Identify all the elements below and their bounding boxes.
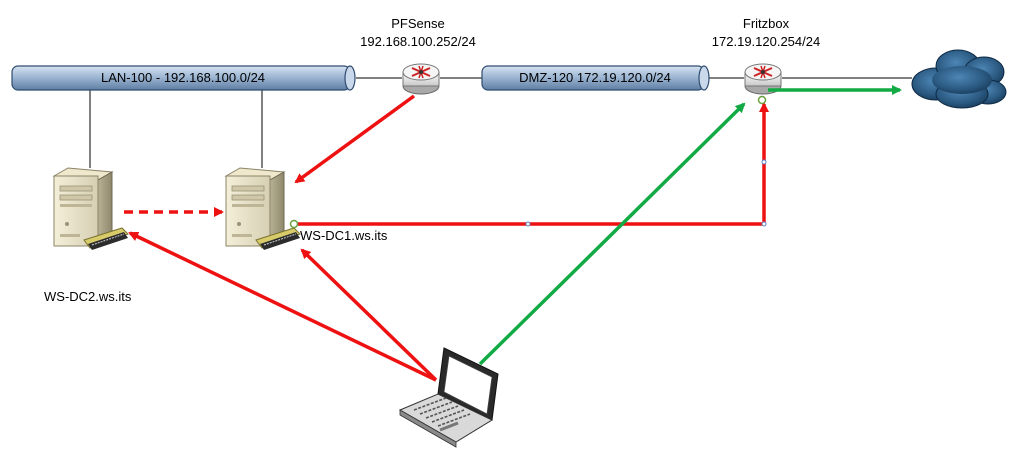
pfsense-name: PFSense [391, 16, 445, 31]
ws-dc2-label: WS-DC2.ws.its [44, 289, 132, 304]
fritzbox-ip: 172.19.120.254/24 [711, 34, 821, 49]
lan-100-segment [11, 65, 356, 91]
connector-point [761, 221, 767, 227]
ws-dc1-label: WS-DC1.ws.its [300, 228, 388, 243]
dmz-120-segment [481, 65, 710, 91]
ws-dc2-server-icon [53, 167, 129, 251]
fritzbox-name: Fritzbox [742, 16, 790, 31]
pfsense-router-icon [402, 63, 440, 95]
laptop-client-icon [398, 347, 499, 448]
pfsense-ip: 192.168.100.252/24 [360, 34, 476, 49]
connector-point [757, 95, 767, 105]
dmz-segment-label: DMZ-120 172.19.120.0/24 [519, 70, 671, 85]
connector-point [761, 159, 767, 165]
connector-point [289, 219, 299, 229]
laptop-to-fritzbox-link [478, 102, 746, 366]
pfsense-to-dc1-link [294, 94, 416, 184]
laptop-to-dc1-link [300, 248, 438, 382]
lan-segment-label: LAN-100 - 192.168.100.0/24 [100, 70, 266, 85]
internet-cloud-icon [911, 49, 1007, 109]
connector-point [525, 221, 531, 227]
laptop-to-dc2-link [128, 231, 437, 382]
dc1-to-fritzbox-link [296, 102, 769, 226]
ws-dc1-server-icon [225, 167, 301, 251]
